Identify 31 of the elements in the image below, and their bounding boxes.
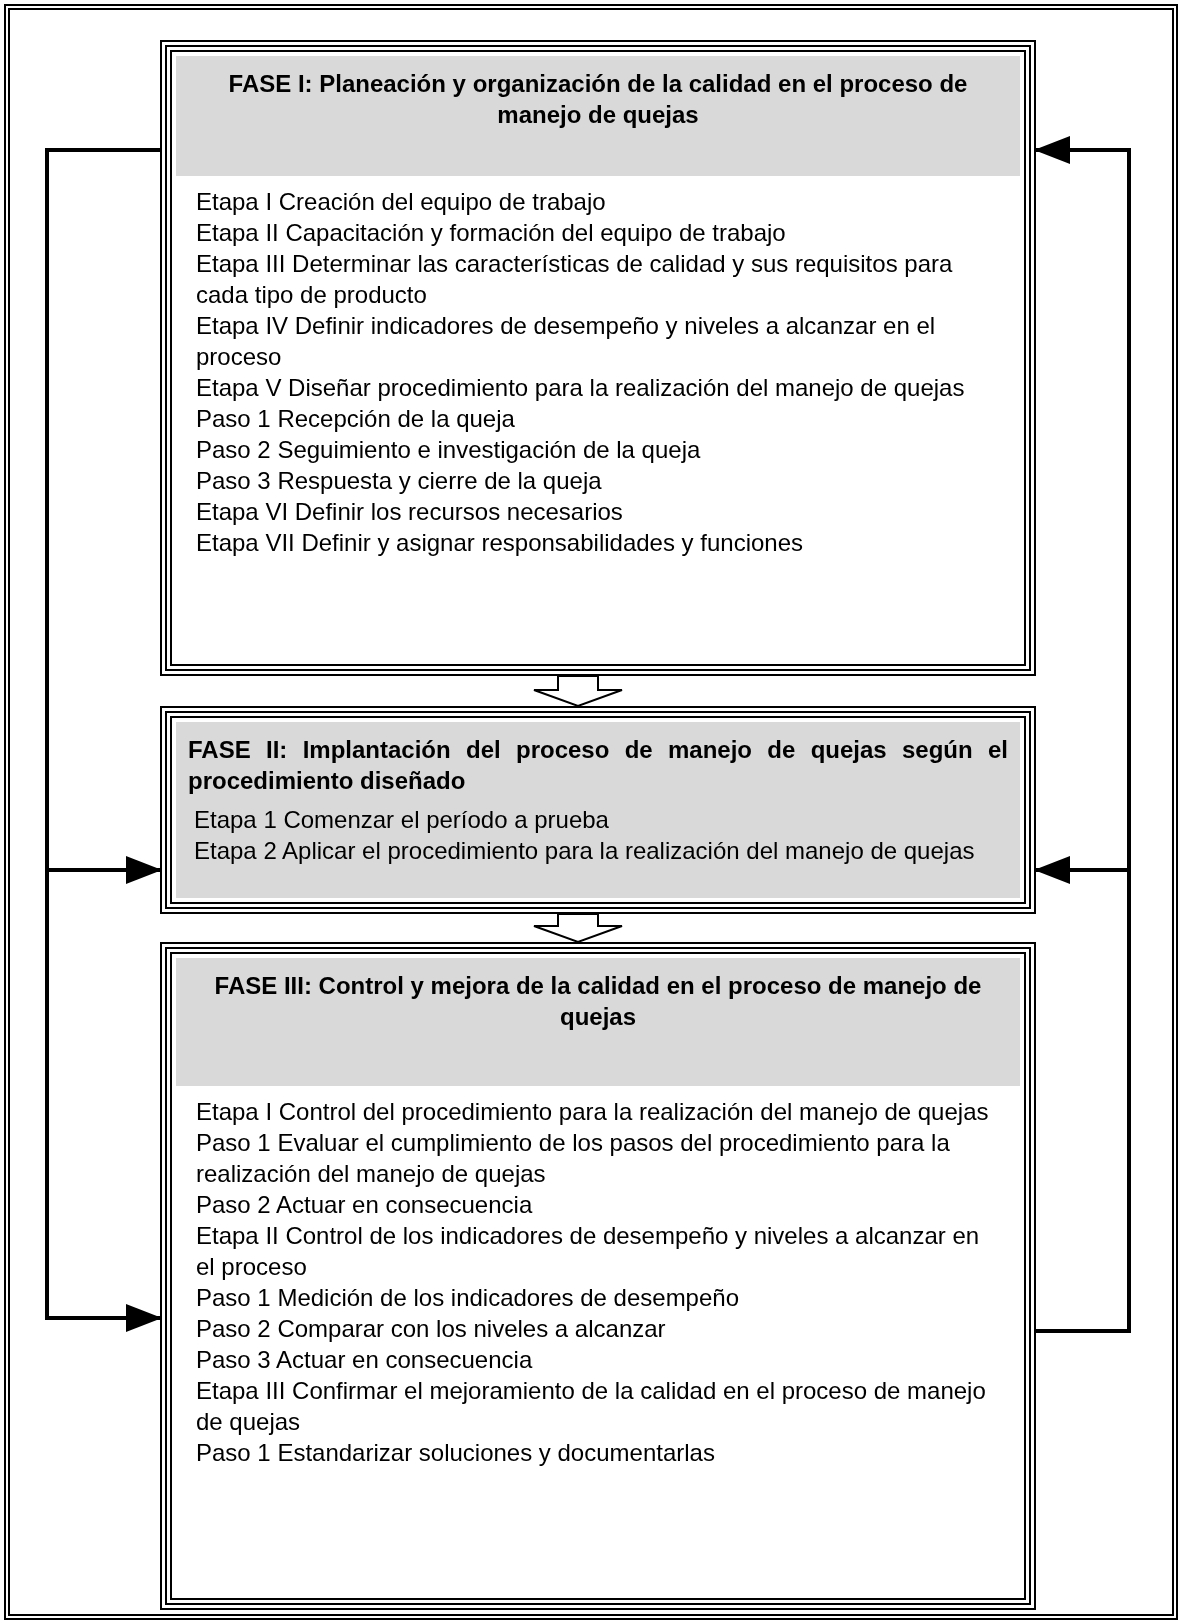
- step-text: Paso 1 Recepción de la queja: [196, 404, 516, 434]
- step-text: Paso 2 Actuar en consecuencia: [196, 1190, 534, 1220]
- step-text: Paso 1 Evaluar el cumplimiento de los pasos del procedimiento para la realización del manejo de quejas: [196, 1128, 951, 1189]
- step-text: Etapa 1 Comenzar el período a prueba: [193, 805, 610, 835]
- step-text: Etapa II Capacitación y formación del equipo de trabajo: [196, 218, 787, 248]
- step-text: Etapa III Determinar las características de calidad y sus requisitos para cada tipo de producto: [196, 249, 954, 310]
- block-arrow: [533, 913, 623, 944]
- step-text: Etapa VI Definir los recursos necesarios: [196, 497, 624, 527]
- phase-box: [160, 40, 1036, 676]
- arrow: [45, 148, 162, 1332]
- phase-title: FASE III: Control y mejora de la calidad en el proceso de manejo de quejas: [213, 971, 983, 1032]
- step-text: Etapa V Diseñar procedimiento para la realización del manejo de quejas: [196, 373, 966, 403]
- block-arrow: [533, 675, 623, 708]
- arrow: [1034, 856, 1131, 1333]
- step-text: Paso 1 Estandarizar soluciones y documentarlas: [196, 1438, 716, 1468]
- phase-title: FASE I: Planeación y organización de la calidad en el proceso de manejo de quejas: [227, 69, 969, 130]
- phase-box: [160, 942, 1036, 1610]
- step-text: Etapa III Confirmar el mejoramiento de la calidad en el proceso de manejo de quejas: [196, 1376, 987, 1437]
- step-text: Paso 2 Comparar con los niveles a alcanzar: [196, 1314, 667, 1344]
- step-text: Etapa I Control del procedimiento para la realización del manejo de quejas: [196, 1097, 990, 1127]
- step-text: Paso 3 Actuar en consecuencia: [196, 1345, 534, 1375]
- phase-title: FASE II: Implantación del proceso de manejo de quejas según el procedimiento diseñado: [188, 735, 1008, 796]
- step-text: Etapa 2 Aplicar el procedimiento para la realización del manejo de quejas: [193, 836, 976, 866]
- step-text: Etapa VII Definir y asignar responsabilidades y funciones: [196, 528, 804, 558]
- step-text: Etapa IV Definir indicadores de desempeño y niveles a alcanzar en el proceso: [196, 311, 937, 372]
- step-text: Etapa I Creación del equipo de trabajo: [196, 187, 607, 217]
- step-text: Etapa II Control de los indicadores de desempeño y niveles a alcanzar en el proceso: [196, 1221, 981, 1282]
- step-text: Paso 2 Seguimiento e investigación de la queja: [196, 435, 702, 465]
- step-text: Paso 3 Respuesta y cierre de la queja: [196, 466, 603, 496]
- step-text: Paso 1 Medición de los indicadores de desempeño: [196, 1283, 740, 1313]
- phase-box: [160, 706, 1036, 914]
